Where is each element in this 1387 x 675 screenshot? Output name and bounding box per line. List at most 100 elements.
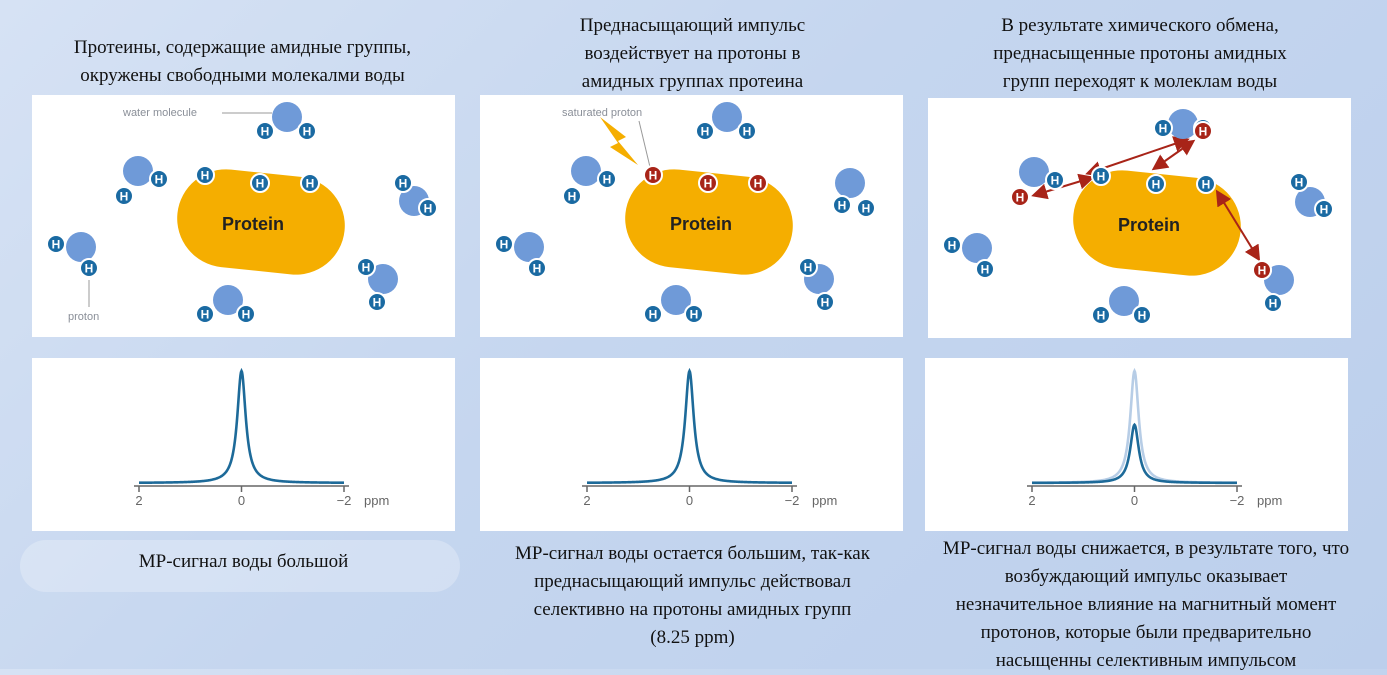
hydrogen-label: H: [821, 296, 830, 310]
caption-line: амидных группах протеина: [581, 71, 804, 92]
caption-top-3: В результате химического обмена, преднас…: [930, 12, 1350, 96]
hydrogen-label: H: [649, 308, 658, 322]
hydrogen-atom: H: [236, 304, 256, 324]
hydrogen-atom: H: [356, 257, 376, 277]
caption-line: групп переходят к молеклам воды: [1002, 71, 1278, 92]
caption-line: преднасыщающий импульс действовал: [534, 571, 851, 592]
water-molecule: HH: [46, 232, 99, 278]
hydrogen-atom: H: [1153, 118, 1173, 138]
hydrogen-atom: H: [527, 258, 547, 278]
hydrogen-label: H: [568, 190, 577, 204]
hydrogen-label: H: [704, 177, 713, 191]
hydrogen-atom: H: [597, 169, 617, 189]
x-tick-label: 2: [583, 493, 590, 508]
saturated-hydrogen: H: [698, 173, 718, 193]
water-molecule: HH: [798, 257, 835, 312]
oxygen-atom: [66, 232, 96, 262]
hydrogen-label: H: [649, 169, 658, 183]
water-molecule: HH: [494, 232, 547, 278]
x-unit-label: ppm: [1257, 493, 1282, 508]
hydrogen-label: H: [256, 177, 265, 191]
hydrogen-atom: H: [684, 304, 704, 324]
amide-hydrogen: H: [195, 165, 215, 185]
hydrogen-label: H: [1152, 178, 1161, 192]
hydrogen-atom: H: [79, 258, 99, 278]
hydrogen-atom: H: [494, 234, 514, 254]
caption-top-1: Протеины, содержащие амидные группы, окр…: [30, 34, 455, 90]
x-unit-label: ppm: [812, 493, 837, 508]
hydrogen-label: H: [1097, 309, 1106, 323]
caption-line: окружены свободными молекалми воды: [80, 65, 405, 86]
hydrogen-label: H: [1320, 203, 1329, 217]
caption-line: Преднасыщающий импульс: [579, 15, 806, 36]
caption-line: возбуждающий импульс оказывает: [1004, 566, 1288, 587]
hydrogen-label: H: [1016, 191, 1025, 205]
hydrogen-label: H: [155, 173, 164, 187]
hydrogen-atom: H: [114, 186, 134, 206]
hydrogen-atom: H: [1132, 305, 1152, 325]
hydrogen-atom: H: [255, 121, 275, 141]
x-unit-label: ppm: [364, 493, 389, 508]
oxygen-atom: [1019, 157, 1049, 187]
hydrogen-atom: H: [367, 292, 387, 312]
hydrogen-label: H: [1097, 170, 1106, 184]
hydrogen-atom: H: [942, 235, 962, 255]
oxygen-atom: [1109, 286, 1139, 316]
hydrogen-label: H: [862, 202, 871, 216]
hydrogen-label: H: [1199, 125, 1208, 139]
caption-line: МР-сигнал воды остается большим, так-как: [515, 543, 870, 564]
water-label-group: water molecule: [122, 107, 272, 119]
hydrogen-atom: H: [1289, 172, 1309, 192]
x-tick-label: 0: [686, 493, 693, 508]
caption-line: Протеины, содержащие амидные группы,: [73, 37, 412, 58]
caption-highlight: [20, 540, 460, 592]
hydrogen-atom: H: [832, 195, 852, 215]
exchanged-hydrogens: H H H: [1010, 121, 1272, 280]
hydrogen-atom: H: [1091, 305, 1111, 325]
hydrogen-atom: H: [195, 304, 215, 324]
caption-line: воздействует на протоны в: [584, 43, 801, 64]
hydrogen-label: H: [85, 262, 94, 276]
proton-label-group: proton: [68, 280, 99, 323]
hydrogen-label: H: [690, 308, 699, 322]
hydrogen-label: H: [1258, 264, 1267, 278]
x-tick-label: −2: [1230, 493, 1245, 508]
water-molecule: HH: [393, 173, 438, 218]
oxygen-atom: [571, 156, 601, 186]
caption-line: (8.25 ppm): [650, 627, 735, 648]
oxygen-atom: [835, 168, 865, 198]
protein-label: Protein: [670, 214, 732, 234]
spectrum-line: [587, 367, 792, 485]
hydrogen-label: H: [52, 238, 61, 252]
water-molecule: HH: [114, 156, 169, 206]
caption-line: преднасыщенные протоны амидных: [993, 43, 1287, 64]
water-molecule: HH: [562, 156, 617, 206]
hydrogen-label: H: [201, 169, 210, 183]
saturated-hydrogen: H: [748, 173, 768, 193]
hydrogen-label: H: [603, 173, 612, 187]
saturated-hydrogen: H: [643, 165, 663, 185]
caption-top-2: Преднасыщающий импульс воздействует на п…: [480, 12, 905, 96]
amide-hydrogen: H: [250, 173, 270, 193]
water-molecule: HH: [942, 233, 995, 279]
amide-hydrogen: H: [300, 173, 320, 193]
caption-line: протонов, которые были предварительно: [980, 622, 1312, 643]
hydrogen-label: H: [1202, 178, 1211, 192]
oxygen-atom: [661, 285, 691, 315]
amide-hydrogen: H: [1091, 166, 1111, 186]
hydrogen-atom: H: [643, 304, 663, 324]
protein-label: Protein: [222, 214, 284, 234]
caption-line: насыщенны селективным импульсом: [995, 650, 1297, 671]
